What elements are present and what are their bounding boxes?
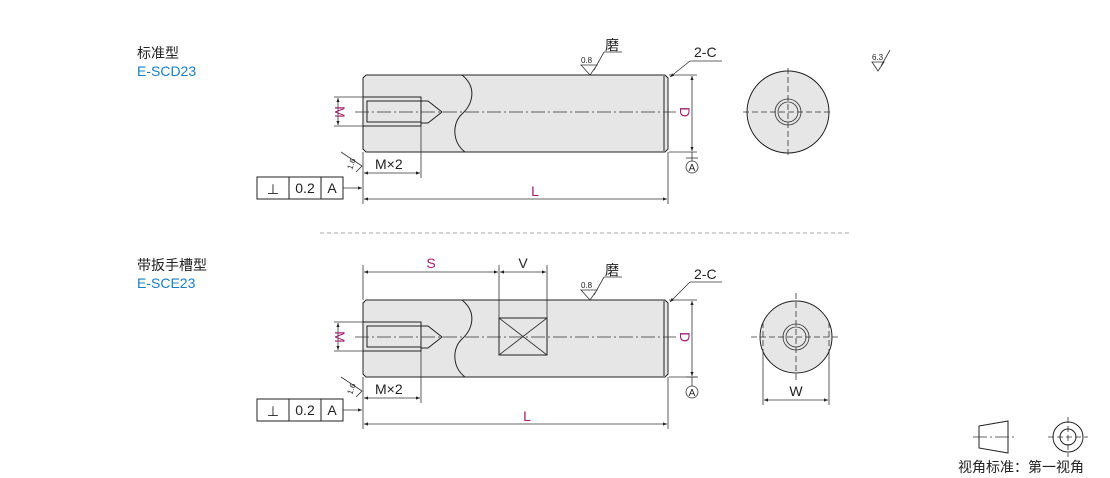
projection-label: 视角标准：第一视角 (958, 459, 1084, 475)
wrench-flat-type-drawing: 带扳手槽型 E-SCE23 M D 2-C 0.8 (137, 255, 841, 429)
dim-d: D (677, 107, 693, 117)
dim-v: V (518, 255, 528, 271)
grind-ra: 0.8 (581, 281, 593, 290)
dim-l: L (523, 408, 531, 424)
tolerance-value: 0.2 (295, 402, 315, 418)
standard-type-drawing: 标准型 E-SCD23 M D 2-C 0.8 磨 A 1.6 (137, 37, 891, 204)
datum-a: A (689, 388, 696, 399)
datum-a: A (689, 163, 696, 174)
chamfer-label: 2-C (694, 44, 717, 60)
general-ra: 6.3 (872, 53, 884, 62)
type-label: 带扳手槽型 (137, 257, 207, 273)
dim-m: M (332, 331, 348, 343)
tolerance-frame: ⊥ 0.2 A (256, 176, 362, 200)
chamfer-label: 2-C (694, 266, 717, 282)
projection-symbol: 视角标准：第一视角 (958, 417, 1088, 475)
dim-d: D (677, 332, 693, 342)
end-view (743, 68, 833, 157)
dim-s: S (426, 255, 435, 271)
model-code: E-SCD23 (137, 63, 196, 79)
tolerance-datum: A (327, 180, 337, 196)
break-line (454, 74, 473, 153)
perpendicularity-symbol: ⊥ (267, 403, 279, 419)
end-ra: 1.6 (345, 157, 357, 171)
grind-label: 磨 (605, 262, 619, 278)
grind-ra: 0.8 (581, 56, 593, 65)
dim-m: M (332, 106, 348, 118)
dim-m2: M×2 (375, 381, 403, 397)
model-code: E-SCE23 (137, 275, 196, 291)
end-ra: 1.6 (345, 382, 357, 396)
tolerance-datum: A (327, 402, 337, 418)
dim-m2: M×2 (375, 156, 403, 172)
rod-body (362, 74, 669, 153)
end-view: W (751, 293, 841, 405)
perpendicularity-symbol: ⊥ (267, 181, 279, 197)
tolerance-value: 0.2 (295, 180, 315, 196)
grind-label: 磨 (605, 37, 619, 53)
projection-cone-icon (978, 420, 1009, 454)
dim-l: L (531, 183, 539, 199)
thread-hole-tip (421, 100, 443, 124)
type-label: 标准型 (137, 45, 179, 61)
tolerance-frame: ⊥ 0.2 A (256, 398, 362, 422)
wrench-flat (498, 317, 548, 356)
dim-w: W (789, 383, 803, 399)
